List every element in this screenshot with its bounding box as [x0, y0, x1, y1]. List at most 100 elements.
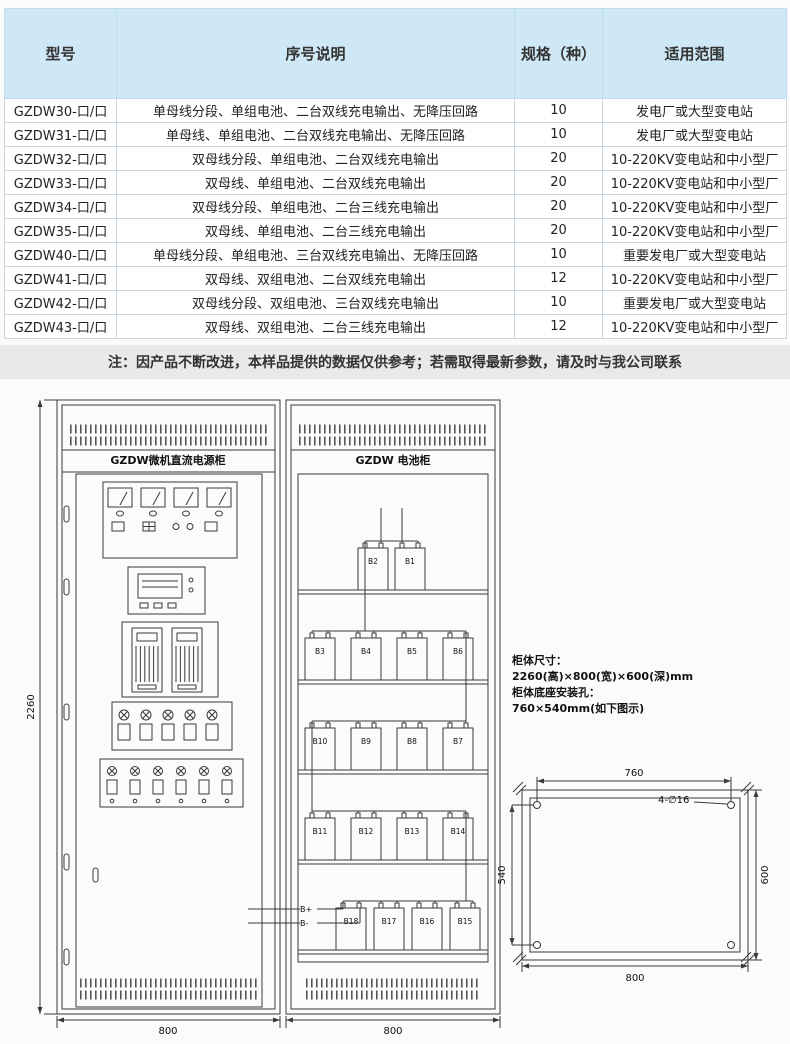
spec-cell: 12: [514, 314, 603, 339]
battery-label: B4: [361, 647, 371, 656]
battery: [304, 727, 336, 771]
model-cell: GZDW41-口/口: [4, 266, 117, 291]
range-cell: 发电厂或大型变电站: [602, 98, 787, 123]
battery-compartment: [297, 473, 489, 963]
model-cell: GZDW34-口/口: [4, 194, 117, 219]
cabinet-diagram-svg: B2B1B3B4B5B6B10B9B8B7B11B12B13B14B18B17B…: [26, 399, 771, 1037]
breaker-panel-1: [111, 701, 233, 751]
power-width-dimension: 800: [158, 1026, 177, 1037]
analog-meters: [107, 487, 232, 517]
disclaimer-note: 注：因产品不断改进，本样品提供的数据仅供参考；若需取得最新参数，请及时与我公司联…: [0, 345, 790, 379]
mounting-hole: [533, 801, 541, 809]
battery: [350, 727, 382, 771]
model-cell: GZDW40-口/口: [4, 242, 117, 267]
battery-label: B14: [451, 827, 466, 836]
battery-wiring: [248, 508, 467, 924]
battery: [373, 907, 405, 951]
battery: [350, 817, 382, 861]
battery-label: B7: [453, 737, 463, 746]
range-cell: 10-220KV变电站和中小型厂: [602, 266, 787, 291]
power-cabinet-title: GZDW微机直流电源柜: [110, 453, 225, 467]
table-header-row: 型号 序号说明 规格（种） 适用范围: [4, 8, 787, 99]
col-header-model: 型号: [4, 8, 117, 99]
monitor-module: [127, 566, 206, 615]
keyhole: [92, 867, 99, 883]
battery: [335, 907, 367, 951]
lcd-screen: [137, 573, 183, 599]
battery-label: B12: [359, 827, 374, 836]
spec-cell: 10: [514, 242, 603, 267]
spec-cell: 10: [514, 122, 603, 147]
desc-cell: 双母线分段、单组电池、二台三线充电输出: [116, 194, 515, 219]
battery-label: B15: [458, 917, 473, 926]
cabinet-door: [75, 473, 263, 1008]
mounting-hole: [727, 801, 735, 809]
meter-panel: [102, 481, 238, 559]
desc-cell: 双母线分段、单组电池、二台双线充电输出: [116, 146, 515, 171]
spec-cell: 20: [514, 218, 603, 243]
battery-label: B10: [313, 737, 328, 746]
model-cell: GZDW32-口/口: [4, 146, 117, 171]
desc-cell: 双母线、单组电池、二台双线充电输出: [116, 170, 515, 195]
base-bottom-dimension: 800: [625, 973, 644, 984]
battery-label: B2: [368, 557, 378, 566]
col-header-range: 适用范围: [602, 8, 787, 99]
battery-label: B1: [405, 557, 415, 566]
size-note-label-1: 柜体尺寸：: [511, 653, 567, 667]
breaker-panel-2: [99, 758, 244, 808]
spec-cell: 10: [514, 290, 603, 315]
battery-cabinet-title: GZDW 电池柜: [355, 453, 430, 467]
col-header-desc: 序号说明: [116, 8, 515, 99]
terminal-negative-label: B-: [300, 919, 308, 928]
battery: [396, 727, 428, 771]
spec-cell: 12: [514, 266, 603, 291]
breaker-row-1: [117, 709, 219, 741]
range-cell: 重要发电厂或大型变电站: [602, 290, 787, 315]
battery-width-dimension: 800: [383, 1026, 402, 1037]
terminal-positive-label: B+: [300, 905, 312, 914]
base-left-dimension: 540: [497, 865, 508, 884]
desc-cell: 双母线、双组电池、二台三线充电输出: [116, 314, 515, 339]
base-mounting-diagram: [509, 777, 762, 972]
battery: [442, 727, 474, 771]
battery: [442, 817, 474, 861]
spec-sheet-page: 型号 序号说明 规格（种） 适用范围 GZDW30-口/口单母线分段、单组电池、…: [0, 8, 790, 1044]
battery: [350, 637, 382, 681]
battery: [357, 547, 389, 591]
battery: [304, 637, 336, 681]
size-note-value-1: 2260(高)×800(宽)×600(深)mm: [512, 669, 693, 683]
spec-table: 型号 序号说明 规格（种） 适用范围 GZDW30-口/口单母线分段、单组电池、…: [4, 8, 787, 339]
spec-cell: 20: [514, 194, 603, 219]
battery-label: B11: [313, 827, 328, 836]
door-handle: [63, 853, 70, 871]
desc-cell: 单母线、单组电池、二台双线充电输出、无降压回路: [116, 122, 515, 147]
model-cell: GZDW42-口/口: [4, 290, 117, 315]
battery: [396, 817, 428, 861]
desc-cell: 双母线、单组电池、二台三线充电输出: [116, 218, 515, 243]
battery: [411, 907, 443, 951]
desc-cell: 双母线分段、双组电池、三台双线充电输出: [116, 290, 515, 315]
desc-cell: 单母线分段、单组电池、三台双线充电输出、无降压回路: [116, 242, 515, 267]
size-note-label-2: 柜体底座安装孔：: [511, 685, 600, 699]
power-cabinet-drawing: [56, 399, 281, 1015]
battery-label: B5: [407, 647, 417, 656]
range-cell: 10-220KV变电站和中小型厂: [602, 146, 787, 171]
charger-panel: [121, 621, 219, 698]
battery-label: B6: [453, 647, 463, 656]
battery: [442, 637, 474, 681]
door-handle: [63, 578, 70, 596]
col-header-spec: 规格（种）: [514, 8, 603, 99]
model-cell: GZDW33-口/口: [4, 170, 117, 195]
hole-leader-line: [693, 801, 728, 805]
model-cell: GZDW35-口/口: [4, 218, 117, 243]
door-handle: [63, 703, 70, 721]
